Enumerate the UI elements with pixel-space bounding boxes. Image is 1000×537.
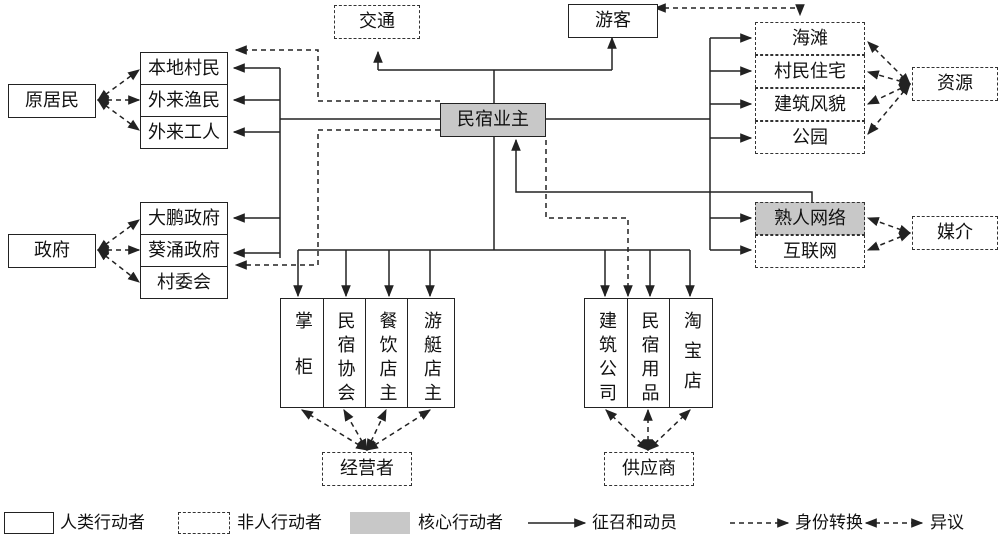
node-meijie: 媒介 [912,216,998,250]
node-jiaotong: 交通 [334,5,420,39]
identity-shift-jianzhu [545,140,633,298]
node-bendicunmin: 本地村民 [140,52,228,85]
node-zhanggui: 掌柜 [280,298,324,408]
dissent-youke-haitan [653,3,805,17]
node-yuanjumin: 原居民 [8,84,96,118]
node-jianzhufengmao: 建筑风貌 [755,88,865,121]
identity-shift-cunweihui [234,129,440,270]
node-zhanggui-label: 掌柜 [292,311,313,403]
legend-swatch-dashed [178,512,230,534]
node-ziyuan: 资源 [912,67,998,101]
node-jianzhugongsi: 建筑公司 [584,298,628,408]
node-shurenwangluo-label: 熟人网络 [774,207,846,229]
node-gongyingshang: 供应商 [604,452,694,486]
node-minsuyezhu: 民宿业主 [440,103,546,137]
node-jianzhufengmao-label: 建筑风貌 [774,93,846,115]
node-canyindianzhu: 餐饮店主 [365,298,408,408]
legend-identity-shift: 身份转换 [795,513,863,533]
node-youtingdianzhu: 游艇店主 [407,298,455,408]
node-gongyingshang-label: 供应商 [622,458,676,479]
node-bendicunmin-label: 本地村民 [148,57,220,79]
node-wailaigongren: 外来工人 [140,116,228,149]
node-dapengzhengfu: 大鹏政府 [140,202,228,235]
shuren-to-yezhu [511,138,813,205]
node-youtingdianzhu-label: 游艇店主 [421,311,442,407]
node-hulianwang: 互联网 [755,235,865,268]
node-hulianwang-label: 互联网 [783,240,837,262]
node-gongyuan-label: 公园 [792,126,828,148]
node-haitan: 海滩 [755,22,865,55]
node-youke: 游客 [568,4,658,38]
legend-swatch-core [350,512,410,534]
node-shurenwangluo: 熟人网络 [755,202,865,235]
node-jianzhugongsi-label: 建筑公司 [596,311,617,407]
node-ziyuan-label: 资源 [937,73,973,94]
node-cunweihui: 村委会 [140,266,228,299]
node-wailaiyumin: 外来渔民 [140,84,228,117]
legend-recruit-mobilize: 征召和动员 [592,513,677,533]
node-zhengfu: 政府 [8,234,96,268]
node-cunweihui-label: 村委会 [157,271,211,293]
node-jingyingzhe-label: 经营者 [340,458,394,479]
node-minsuyongpin: 民宿用品 [627,298,670,408]
node-cunminzhuzhai-label: 村民住宅 [774,60,846,82]
node-wailaigongren-label: 外来工人 [148,121,220,143]
legend-swatch-solid [4,512,54,534]
node-jingyingzhe: 经营者 [322,452,412,486]
node-canyindianzhu-label: 餐饮店主 [376,311,398,407]
node-taobaodian: 淘宝店 [669,298,713,408]
node-kuiyongzhengfu: 葵涌政府 [140,234,228,267]
legend-human-actor: 人类行动者 [60,513,145,533]
legend-nonhuman-actor: 非人行动者 [237,513,322,533]
node-minsuyezhu-label: 民宿业主 [457,109,529,130]
legend-dissent: 异议 [930,513,964,533]
node-wailaiyumin-label: 外来渔民 [148,89,220,111]
node-yuanjumin-label: 原居民 [25,90,79,111]
node-dapengzhengfu-label: 大鹏政府 [148,207,220,229]
node-haitan-label: 海滩 [792,27,828,49]
legend-core-actor: 核心行动者 [418,513,503,533]
node-meijie-label: 媒介 [937,222,973,243]
node-gongyuan: 公园 [755,121,865,154]
node-youke-label: 游客 [595,10,631,31]
node-zhengfu-label: 政府 [34,240,70,261]
node-cunminzhuzhai: 村民住宅 [755,55,865,88]
node-minsuyongpin-label: 民宿用品 [638,311,660,407]
node-jiaotong-label: 交通 [359,11,395,32]
node-minsuxiehui: 民宿协会 [323,298,366,408]
node-kuiyongzhengfu-label: 葵涌政府 [148,239,220,261]
identity-shift-cunmin [234,45,440,102]
node-taobaodian-label: 淘宝店 [681,311,702,401]
node-minsuxiehui-label: 民宿协会 [334,311,356,407]
